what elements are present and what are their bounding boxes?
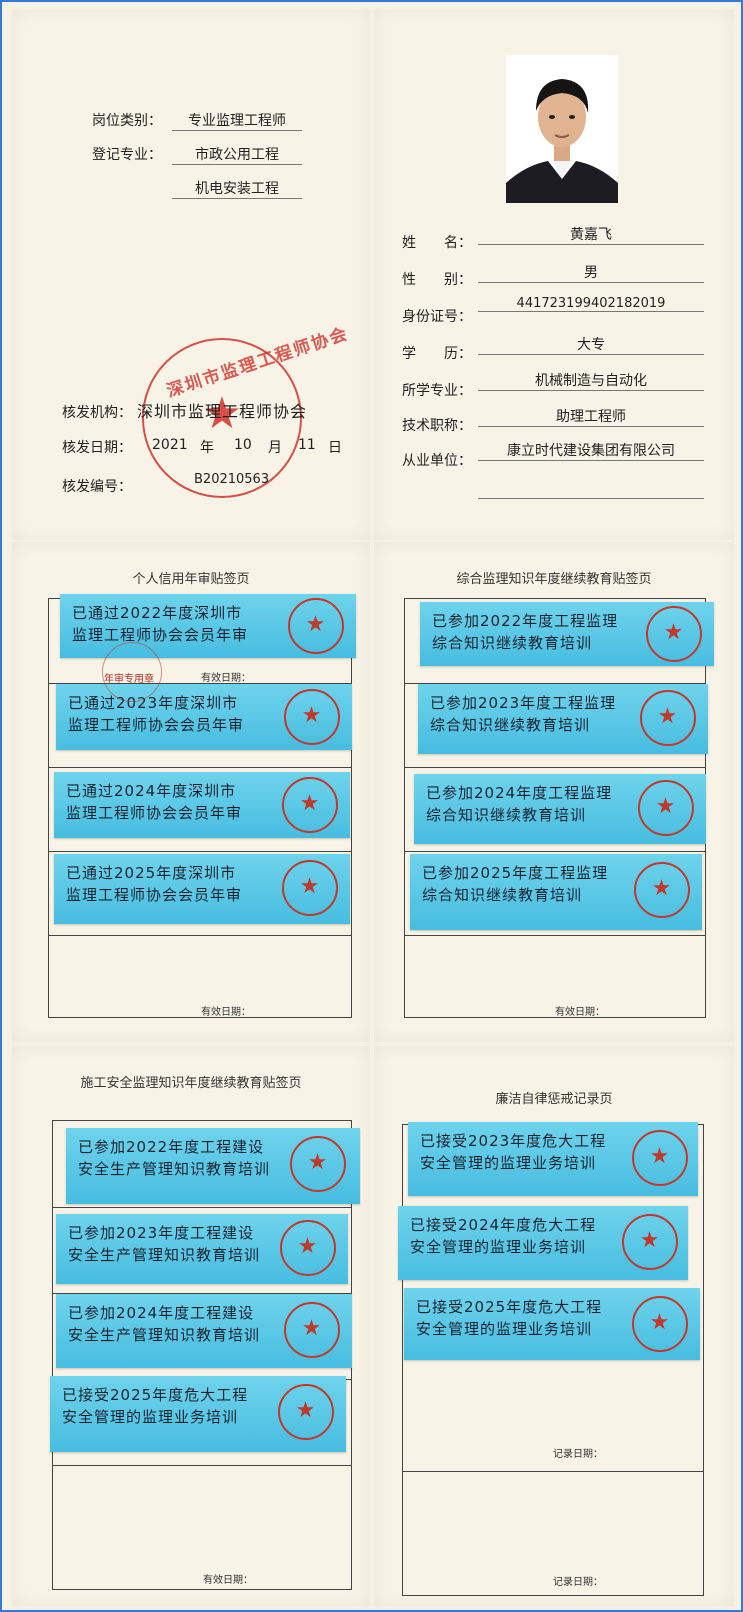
id-number-value: 441723199402182019 <box>478 296 704 312</box>
sticker-seal-icon: ★ <box>634 862 690 918</box>
annual-review-stamp-icon <box>102 642 162 702</box>
safety-page: 施工安全监理知识年度继续教育贴签页 有效日期： 已参加2022年度工程建设安全生… <box>12 1046 370 1606</box>
safety-title: 施工安全监理知识年度继续教育贴签页 <box>80 1076 302 1091</box>
credit-valid-date-1: 有效日期： <box>201 673 251 684</box>
blank-line <box>478 480 704 499</box>
sticker-seal-icon: ★ <box>622 1214 678 1270</box>
sticker-seal-icon: ★ <box>640 690 696 746</box>
sticker-seal-icon: ★ <box>282 860 338 916</box>
title-label: 技术职称： <box>402 418 472 434</box>
issue-number-label: 核发编号： <box>62 479 132 495</box>
education-sticker-2022: 已参加2022年度工程监理综合知识继续教育培训 ★ <box>420 602 714 666</box>
issue-date-label: 核发日期： <box>62 440 132 456</box>
issue-day-unit: 日 <box>328 440 342 456</box>
education-sticker-2024: 已参加2024年度工程监理综合知识继续教育培训 ★ <box>414 774 706 844</box>
education-label: 学 历： <box>402 346 472 362</box>
major-value: 机械制造与自动化 <box>478 370 704 391</box>
position-value: 专业监理工程师 <box>172 110 302 131</box>
integrity-sticker-2025: 已接受2025年度危大工程安全管理的监理业务培训 ★ <box>404 1288 700 1360</box>
association-seal-icon: ★ <box>142 338 302 498</box>
education-sticker-2025: 已参加2025年度工程监理综合知识继续教育培训 ★ <box>410 854 702 930</box>
specialty-label: 登记专业： <box>92 147 162 163</box>
cert-left-page: 岗位类别： 专业监理工程师 登记专业： 市政公用工程 机电安装工程 ★ 深圳市监… <box>12 10 370 540</box>
sticker-seal-icon: ★ <box>278 1384 334 1440</box>
integrity-sticker-2023: 已接受2023年度危大工程安全管理的监理业务培训 ★ <box>408 1122 698 1196</box>
sticker-seal-icon: ★ <box>290 1136 346 1192</box>
portrait-photo <box>506 55 618 203</box>
issue-year-unit: 年 <box>200 440 214 456</box>
specialty-value-2: 机电安装工程 <box>172 178 302 199</box>
id-number-label: 身份证号： <box>402 309 472 325</box>
specialty-value-1: 市政公用工程 <box>172 144 302 165</box>
integrity-record-date-1: 记录日期： <box>553 1449 603 1460</box>
seal-star-icon: ★ <box>202 388 242 439</box>
education-sticker-2023: 已参加2023年度工程监理综合知识继续教育培训 ★ <box>418 684 708 754</box>
sticker-seal-icon: ★ <box>632 1296 688 1352</box>
sticker-seal-icon: ★ <box>288 598 344 654</box>
sticker-seal-icon: ★ <box>284 1302 340 1358</box>
integrity-page: 廉洁自律惩戒记录页 记录日期： 记录日期： 已接受2023年度危大工程安全管理的… <box>374 1046 734 1606</box>
credit-valid-date-last: 有效日期： <box>201 1007 251 1018</box>
education-page: 综合监理知识年度继续教育贴签页 有效日期： 已参加2022年度工程监理综合知识继… <box>374 542 734 1042</box>
issue-day: 11 <box>298 437 316 453</box>
sticker-seal-icon: ★ <box>646 606 702 662</box>
name-label: 姓 名： <box>402 235 472 251</box>
annual-review-stamp-label: 年审专用章 <box>104 674 154 685</box>
issue-month: 10 <box>234 437 252 453</box>
education-title: 综合监理知识年度继续教育贴签页 <box>456 572 652 587</box>
sticker-seal-icon: ★ <box>280 1220 336 1276</box>
integrity-record-date-2: 记录日期： <box>553 1577 603 1588</box>
credit-sticker-2022: 已通过2022年度深圳市监理工程师协会会员年审 ★ <box>60 594 356 658</box>
education-value: 大专 <box>478 334 704 355</box>
integrity-title: 廉洁自律惩戒记录页 <box>495 1092 613 1107</box>
credit-sticker-2025: 已通过2025年度深圳市监理工程师协会会员年审 ★ <box>54 854 350 924</box>
issuer-label: 核发机构： <box>62 405 132 421</box>
safety-valid-date: 有效日期： <box>203 1575 253 1586</box>
sticker-seal-icon: ★ <box>282 777 338 833</box>
credit-title: 个人信用年审贴签页 <box>132 572 250 587</box>
employer-label: 从业单位： <box>402 453 472 469</box>
major-label: 所学专业： <box>402 383 472 399</box>
issue-number-value: B20210563 <box>194 472 270 487</box>
integrity-sticker-2024: 已接受2024年度危大工程安全管理的监理业务培训 ★ <box>398 1206 688 1280</box>
title-value: 助理工程师 <box>478 406 704 427</box>
gender-label: 性 别： <box>402 272 472 288</box>
sticker-seal-icon: ★ <box>632 1130 688 1186</box>
gender-value: 男 <box>478 262 704 283</box>
credit-page: 个人信用年审贴签页 有效日期： 有效日期： 已通过2022年度深圳市监理工程师协… <box>12 542 370 1042</box>
safety-sticker-2025: 已接受2025年度危大工程安全管理的监理业务培训 ★ <box>50 1376 346 1452</box>
education-valid-date: 有效日期： <box>555 1007 605 1018</box>
position-label: 岗位类别： <box>92 113 162 129</box>
name-value: 黄嘉飞 <box>478 224 704 245</box>
issue-year: 2021 <box>152 437 188 453</box>
credit-sticker-2023: 已通过2023年度深圳市监理工程师协会会员年审 ★ <box>56 684 352 750</box>
issuer-value: 深圳市监理工程师协会 <box>137 402 308 421</box>
safety-sticker-2023: 已参加2023年度工程建设安全生产管理知识教育培训 ★ <box>56 1214 348 1284</box>
employer-value: 康立时代建设集团有限公司 <box>478 440 704 461</box>
sticker-seal-icon: ★ <box>284 689 340 745</box>
portrait-icon <box>506 55 618 203</box>
sticker-seal-icon: ★ <box>638 780 694 836</box>
cert-right-page: 姓 名： 黄嘉飞 性 别： 男 身份证号： 441723199402182019… <box>374 10 734 540</box>
safety-sticker-2024: 已参加2024年度工程建设安全生产管理知识教育培训 ★ <box>56 1294 352 1368</box>
credit-sticker-2024: 已通过2024年度深圳市监理工程师协会会员年审 ★ <box>54 772 350 838</box>
safety-sticker-2022: 已参加2022年度工程建设安全生产管理知识教育培训 ★ <box>66 1128 360 1204</box>
credit-grid: 有效日期： 有效日期： <box>48 598 352 1018</box>
issue-month-unit: 月 <box>268 440 282 456</box>
